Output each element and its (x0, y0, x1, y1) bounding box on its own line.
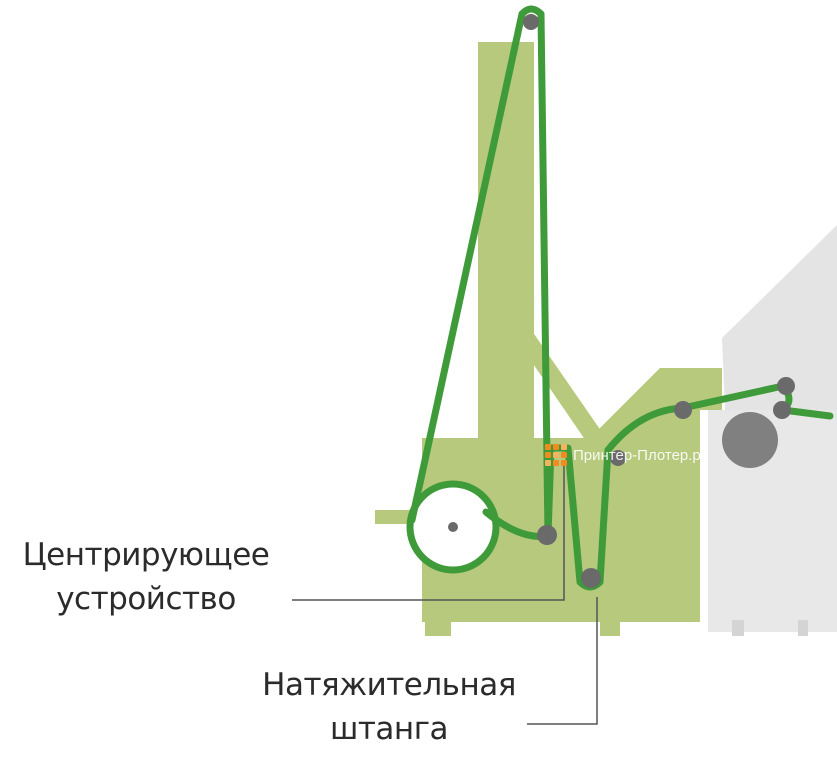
printer-roller (722, 412, 778, 468)
label-tension-bar: Натяжительная штанга (248, 663, 530, 751)
foot-left (425, 620, 451, 636)
printer-foot-right (798, 620, 808, 636)
lower-roller (537, 525, 557, 545)
printer-entry-roller-2 (773, 401, 791, 419)
feed-roll-core (448, 522, 458, 532)
label-tension-line-1: Натяжительная (262, 667, 516, 703)
label-tension-line-2: штанга (330, 711, 448, 747)
media-web (408, 5, 834, 591)
watermark-text: Принтер-Плотер.ру (573, 446, 709, 464)
dancer-roller (581, 568, 601, 588)
mast (478, 42, 534, 442)
upper-housing (588, 368, 722, 440)
watermark: Принтер-Плотер.ру (545, 444, 708, 466)
foot-right (600, 620, 620, 636)
printer-foot-left (732, 620, 744, 636)
top-roller (523, 14, 539, 30)
leader-lines (292, 460, 598, 725)
guide-roller-2 (674, 401, 692, 419)
leader-line-tension (527, 597, 598, 725)
unwinder-frame (375, 42, 722, 636)
printer-entry-roller-1 (777, 377, 795, 395)
leader-line-centering (292, 460, 565, 601)
label-centering-device: Центрирующее устройство (0, 533, 292, 621)
label-centering-line-2: устройство (56, 581, 236, 617)
grid-logo-icon (545, 444, 567, 466)
guide-rollers (523, 14, 795, 588)
guide-roller-1 (610, 450, 626, 466)
label-centering-line-1: Центрирующее (22, 537, 270, 573)
printer-body (708, 225, 837, 636)
web-left-strand (408, 10, 526, 524)
